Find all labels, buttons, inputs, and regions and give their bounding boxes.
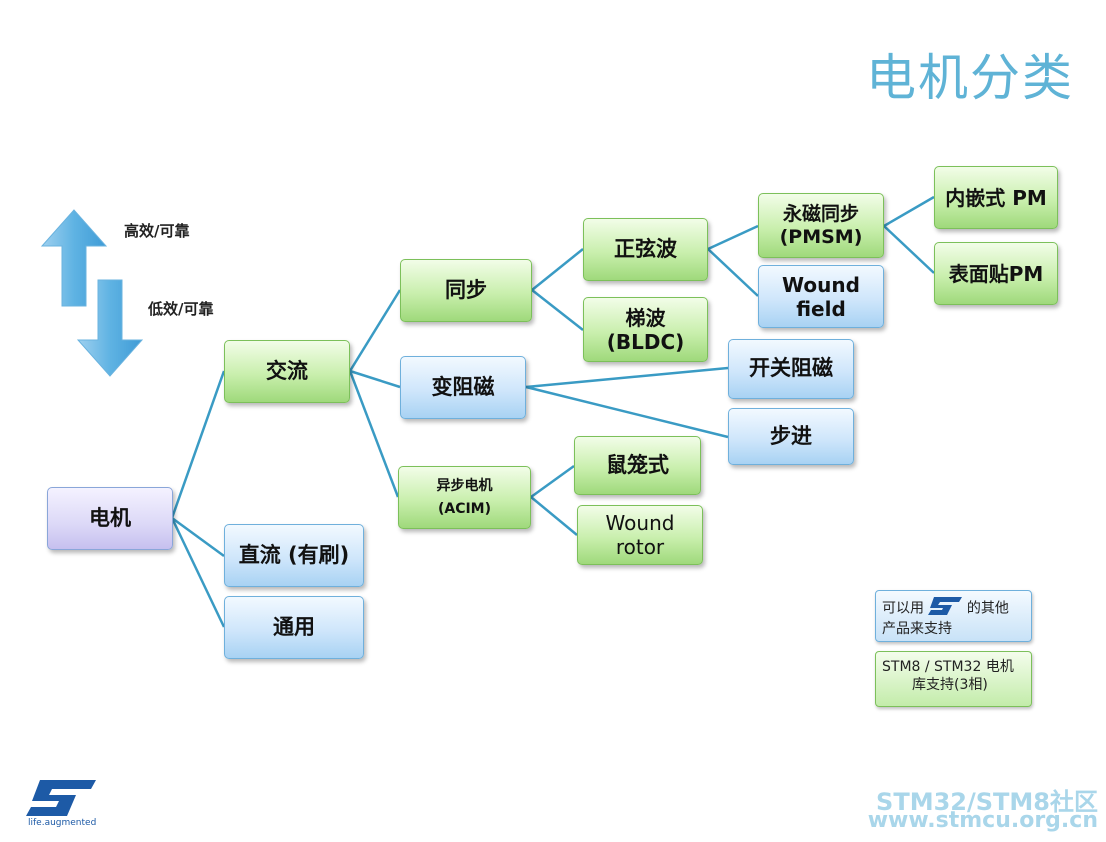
legend-stm-line1: STM8 / STM32 电机 [882, 659, 1014, 675]
node-async-line1: 异步电机 [436, 477, 493, 494]
node-ac[interactable]: 交流 [224, 340, 350, 403]
node-pmsm-line2: (PMSM) [779, 225, 863, 248]
node-universal[interactable]: 通用 [224, 596, 364, 659]
high-efficiency-label: 高效/可靠 [124, 222, 190, 240]
node-switched-reluctance[interactable]: 开关阻磁 [728, 339, 854, 399]
node-squirrel-cage[interactable]: 鼠笼式 [574, 436, 701, 495]
watermark-line1: STM32/STM8社区 [876, 788, 1098, 816]
node-async-acim[interactable]: 异步电机 (ACIM) [398, 466, 531, 529]
node-wound-field-line2: field [796, 296, 846, 321]
legend-st-line2: 产品来支持 [882, 621, 952, 638]
node-trap-line2: (BLDC) [606, 329, 685, 354]
node-wound-rotor[interactable]: Wound rotor [577, 505, 703, 565]
page-title: 电机分类 [866, 49, 1074, 107]
arrow-up-icon [40, 209, 108, 307]
node-trap-line1: 梯波 [625, 305, 666, 330]
node-surface-pm[interactable]: 表面贴PM [934, 242, 1058, 305]
node-wound-field[interactable]: Wound field [758, 265, 884, 328]
node-sinusoidal[interactable]: 正弦波 [583, 218, 708, 281]
legend-stm-motor-library: STM8 / STM32 电机 库支持(3相) [875, 651, 1032, 707]
node-wound-rotor-line1: Wound [605, 511, 675, 535]
legend-st-line1-post: 的其他 [966, 600, 1009, 617]
node-wound-field-line1: Wound [782, 272, 860, 297]
low-efficiency-label: 低效/可靠 [148, 300, 214, 318]
node-interior-pm[interactable]: 内嵌式 PM [934, 166, 1058, 229]
node-trapezoidal-bldc[interactable]: 梯波 (BLDC) [583, 297, 708, 362]
st-logo-icon [26, 780, 96, 816]
node-synchronous[interactable]: 同步 [400, 259, 532, 322]
st-logo-tagline: life.augmented [28, 818, 97, 828]
legend-st-line1-pre: 可以用 [882, 600, 924, 617]
arrow-down-icon [76, 279, 144, 377]
efficiency-arrows [40, 209, 144, 377]
node-stepper[interactable]: 步进 [728, 408, 854, 465]
node-variable-reluctance[interactable]: 变阻磁 [400, 356, 526, 419]
node-dc-brushed[interactable]: 直流 (有刷) [224, 524, 364, 587]
legend-st-line1: 可以用 的其他 [882, 597, 1025, 620]
node-pmsm[interactable]: 永磁同步 (PMSM) [758, 193, 884, 258]
node-motor[interactable]: 电机 [47, 487, 173, 550]
node-wound-rotor-line2: rotor [615, 535, 665, 559]
legend-stm-line2: 库支持(3相) [912, 677, 988, 694]
st-logo [26, 780, 96, 820]
node-async-line2: (ACIM) [437, 500, 492, 517]
watermark-line2: www.stmcu.org.cn [867, 808, 1098, 833]
node-pmsm-line1: 永磁同步 [782, 202, 859, 225]
legend-st-other-products: 可以用 的其他 产品来支持 [875, 590, 1032, 642]
st-logo-icon [928, 597, 963, 620]
